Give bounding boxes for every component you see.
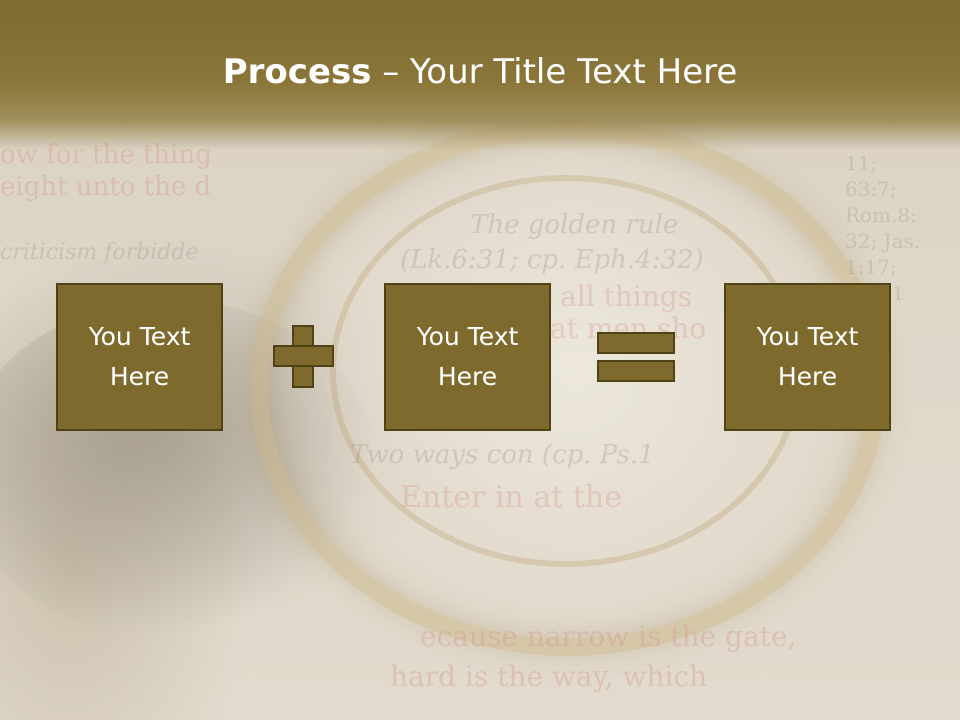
process-box-1: You Text Here [56, 283, 223, 431]
slide-title: Process – Your Title Text Here [0, 52, 960, 92]
background-book-text: eight unto the d [0, 172, 212, 202]
background-book-text: ecause narrow is the gate, [420, 620, 797, 653]
background-book-text: all things [560, 280, 693, 313]
background-book-text: The golden rule [470, 210, 679, 240]
background-book-text: Two ways con (cp. Ps.1 [350, 440, 655, 470]
process-box-1-text: You Text Here [88, 322, 191, 391]
process-box-3: You Text Here [724, 283, 891, 431]
process-box-3-text: You Text Here [756, 322, 859, 391]
background-book-text: Enter in at the [400, 480, 622, 515]
background-book-text: criticism forbidde [0, 240, 199, 265]
process-box-2: You Text Here [384, 283, 551, 431]
background-book-text: (Lk.6:31; cp. Eph.4:32) [400, 245, 704, 275]
background-book-text: hard is the way, which [390, 660, 708, 693]
title-bold: Process [222, 52, 372, 92]
title-rest: – Your Title Text Here [371, 52, 738, 92]
title-band [0, 0, 960, 150]
process-box-2-text: You Text Here [416, 322, 519, 391]
